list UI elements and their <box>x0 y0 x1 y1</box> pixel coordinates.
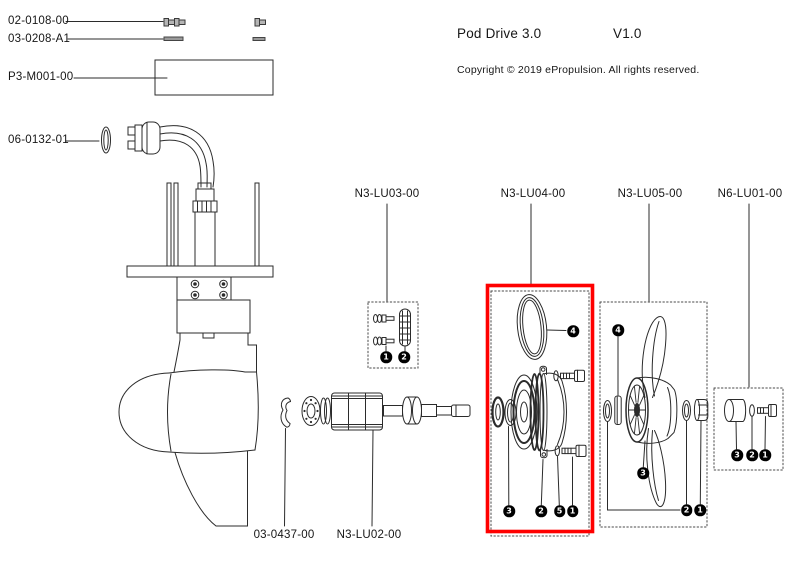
part-label-N3-LU02-00: N3-LU02-00 <box>336 529 402 541</box>
callout-3-lu05-propeller: 3 <box>637 467 649 479</box>
circlip-drawing <box>280 397 291 527</box>
callout-1-lu01-screw: 1 <box>759 449 771 461</box>
callout-1-lu04-screw: 1 <box>566 505 579 517</box>
group-label-N3-LU03-00: N3-LU03-00 <box>354 188 420 200</box>
callout-3-lu01-anode: 3 <box>731 449 743 461</box>
callout-2-lu01-washer: 2 <box>746 449 758 461</box>
part-label-02-0108-00: 02-0108-00 <box>8 15 69 27</box>
pod-drive-unit-drawing <box>118 182 274 527</box>
version-label: V1.0 <box>613 26 642 41</box>
callout-3-lu04-bearing: 3 <box>503 505 515 517</box>
group-label-N3-LU04-00: N3-LU04-00 <box>500 188 566 200</box>
product-title: Pod Drive 3.0 <box>457 26 542 41</box>
group-label-N6-LU01-00: N6-LU01-00 <box>717 188 783 200</box>
callout-1-lu03-screw: 1 <box>380 351 392 363</box>
part-label-03-0208-A1: 03-0208-A1 <box>8 33 71 45</box>
callout-5-lu04-washer: 5 <box>553 505 566 517</box>
copyright-notice: Copyright © 2019 ePropulsion. All rights… <box>457 64 700 76</box>
lu03-parts-drawing <box>373 308 411 352</box>
seal-ring-drawing <box>516 294 548 360</box>
callout-2-lu04-end-cap: 2 <box>535 505 547 517</box>
lu04-parts-drawing <box>491 294 587 506</box>
group-label-N3-LU05-00: N3-LU05-00 <box>617 188 683 200</box>
controller-board-drawing <box>73 59 274 96</box>
callout-2-lu05-washer: 2 <box>680 504 693 516</box>
part-label-P3-M001-00: P3-M001-00 <box>8 71 74 83</box>
callout-4-lu04-seal-ring: 4 <box>567 325 579 337</box>
lu05-group-box <box>599 301 708 528</box>
lu04-group-box <box>490 290 590 537</box>
connector-oring-drawing <box>65 126 111 154</box>
lu05-parts-drawing <box>603 316 709 511</box>
power-cable-drawing <box>127 121 215 188</box>
callout-4-lu05-shear-pin: 4 <box>612 324 624 336</box>
lu01-group-box <box>713 387 784 471</box>
top-fasteners-drawing <box>65 18 266 41</box>
lu04-highlight-box <box>485 283 595 534</box>
lu03-group-box <box>367 301 419 369</box>
rotor-shaft-drawing <box>301 392 471 527</box>
part-label-06-0132-01: 06-0132-01 <box>8 134 69 146</box>
part-label-03-0437-00: 03-0437-00 <box>253 529 315 541</box>
callout-2-lu03-pin: 2 <box>398 351 410 363</box>
group-label-leaders <box>386 203 750 388</box>
callout-1-lu05-nut: 1 <box>694 504 706 516</box>
lu01-parts-drawing <box>724 399 777 450</box>
